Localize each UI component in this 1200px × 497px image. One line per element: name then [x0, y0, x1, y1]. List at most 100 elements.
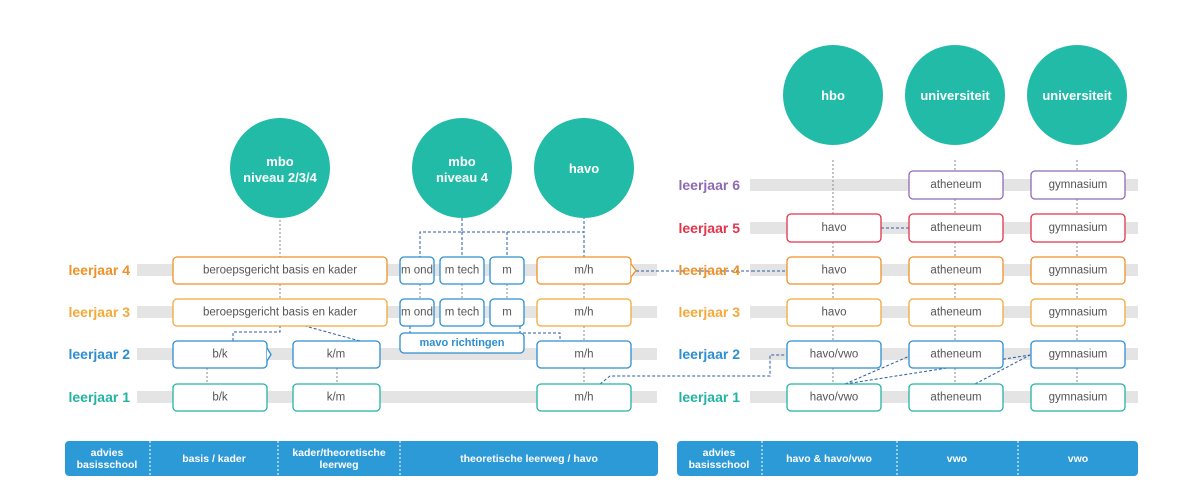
box-label: m — [502, 265, 512, 277]
circle-label: havo — [569, 161, 599, 176]
box-km-y1 — [292, 383, 381, 412]
box-label: atheneum — [930, 349, 981, 361]
box-label: m tech — [445, 307, 480, 319]
box-bk-y4 — [172, 256, 388, 285]
right-boxes: havo havo havo havo/vwo havo/vwo atheneu… — [786, 170, 1126, 412]
box-label: atheneum — [930, 265, 981, 277]
box-havovwo-y1 — [786, 383, 882, 412]
box-gymnasium-y1 — [1030, 383, 1126, 412]
box-gymnasium-y5 — [1030, 213, 1126, 243]
circle-label: universiteit — [920, 88, 990, 103]
destination-circles: mbo niveau 2/3/4 mbo niveau 4 havo hbo u… — [230, 45, 1127, 218]
footer-advies-line1: advies — [91, 447, 124, 459]
box-havo-y3 — [786, 298, 882, 327]
circle-universiteit-atheneum: universiteit — [905, 45, 1005, 145]
box-label: beroepsgericht basis en kader — [203, 307, 357, 319]
box-label: havo/vwo — [810, 392, 859, 404]
box-label: m/h — [574, 265, 593, 277]
box-label: gymnasium — [1049, 392, 1108, 404]
box-gymnasium-y4 — [1030, 256, 1126, 285]
left-year-labels: leerjaar 4 leerjaar 3 leerjaar 2 leerjaa… — [69, 262, 131, 405]
right-year-labels: leerjaar 6 leerjaar 5 leerjaar 4 leerjaa… — [679, 177, 741, 405]
box-gymnasium-y2 — [1030, 340, 1126, 369]
circle-shape — [1027, 45, 1127, 145]
connector — [974, 354, 1031, 385]
footer-kader-line1: kader/theoretische — [292, 447, 386, 459]
box-label: k/m — [327, 349, 346, 361]
box-label: m ond — [401, 265, 433, 277]
mavo-richtingen-box — [399, 332, 525, 354]
box-mtech-y4 — [439, 256, 485, 285]
box-arrow — [266, 347, 272, 362]
box-label: m/h — [574, 392, 593, 404]
box-label: havo — [822, 222, 847, 234]
footer-vwo-1: vwo — [947, 453, 967, 465]
box-atheneum-y4 — [908, 256, 1004, 285]
year-label-2: leerjaar 2 — [679, 346, 741, 362]
year-label-4: leerjaar 4 — [679, 262, 741, 278]
box-label: gymnasium — [1049, 179, 1108, 191]
box-label: gymnasium — [1049, 265, 1108, 277]
left-boxes: beroepsgericht basis en kader m ond m te… — [172, 256, 637, 412]
box-havo-y4 — [786, 256, 882, 285]
year-label-2: leerjaar 2 — [69, 346, 131, 362]
connector — [507, 231, 585, 258]
box-label: havo — [822, 265, 847, 277]
footer-bar-bg — [65, 441, 658, 476]
circle-mbo-234: mbo niveau 2/3/4 — [230, 118, 330, 218]
box-label: gymnasium — [1049, 349, 1108, 361]
box-label: havo — [822, 307, 847, 319]
box-label: b/k — [212, 349, 228, 361]
year-label-1: leerjaar 1 — [69, 389, 131, 405]
box-mh-y3 — [536, 298, 632, 327]
box-mh-y2 — [536, 340, 632, 369]
box-atheneum-y6 — [908, 170, 1004, 200]
box-havo-y5 — [786, 213, 882, 243]
connector — [280, 325, 361, 342]
box-atheneum-y2 — [908, 340, 1004, 369]
circle-label: hbo — [821, 88, 845, 103]
box-m-y4 — [489, 256, 525, 285]
circle-shape — [534, 118, 634, 218]
box-label: gymnasium — [1049, 307, 1108, 319]
box-label: k/m — [327, 392, 346, 404]
year-label-6: leerjaar 6 — [679, 177, 741, 193]
circle-hbo: hbo — [783, 45, 883, 145]
box-label: m tech — [445, 265, 480, 277]
circle-shape — [230, 118, 330, 218]
box-m-y3 — [489, 298, 525, 327]
box-label: gymnasium — [1049, 222, 1108, 234]
box-bk-y1 — [172, 383, 268, 412]
footer-advies-line2: basisschool — [77, 459, 138, 471]
footer-havo-vwo: havo & havo/vwo — [786, 453, 872, 465]
box-havovwo-y2 — [786, 340, 882, 369]
box-bk-y3 — [172, 298, 388, 327]
box-label: atheneum — [930, 222, 981, 234]
year-label-4: leerjaar 4 — [69, 262, 131, 278]
box-gymnasium-y6 — [1030, 170, 1126, 200]
circle-shape — [783, 45, 883, 145]
year-label-1: leerjaar 1 — [679, 389, 741, 405]
year-label-3: leerjaar 3 — [69, 304, 131, 320]
box-mond-y3 — [399, 298, 435, 327]
connector — [844, 354, 913, 385]
footer-theor-havo: theoretische leerweg / havo — [460, 453, 598, 465]
box-atheneum-y3 — [908, 298, 1004, 327]
year-label-5: leerjaar 5 — [679, 220, 741, 236]
footer-basis-kader: basis / kader — [182, 453, 246, 465]
connector — [519, 326, 561, 341]
box-arrow — [630, 263, 637, 278]
circle-label: universiteit — [1042, 88, 1112, 103]
connectors — [206, 160, 1078, 385]
circle-mbo-4: mbo niveau 4 — [412, 118, 512, 218]
box-atheneum-y1 — [908, 383, 1004, 412]
footer-advies-line1: advies — [703, 447, 736, 459]
circle-havo: havo — [534, 118, 634, 218]
connector — [599, 354, 785, 385]
circle-label-line1: mbo — [448, 154, 476, 169]
right-footer-bar: advies basisschool havo & havo/vwo vwo v… — [677, 441, 1138, 476]
connector — [462, 231, 508, 258]
circle-universiteit-gymnasium: universiteit — [1027, 45, 1127, 145]
circle-shape — [412, 118, 512, 218]
